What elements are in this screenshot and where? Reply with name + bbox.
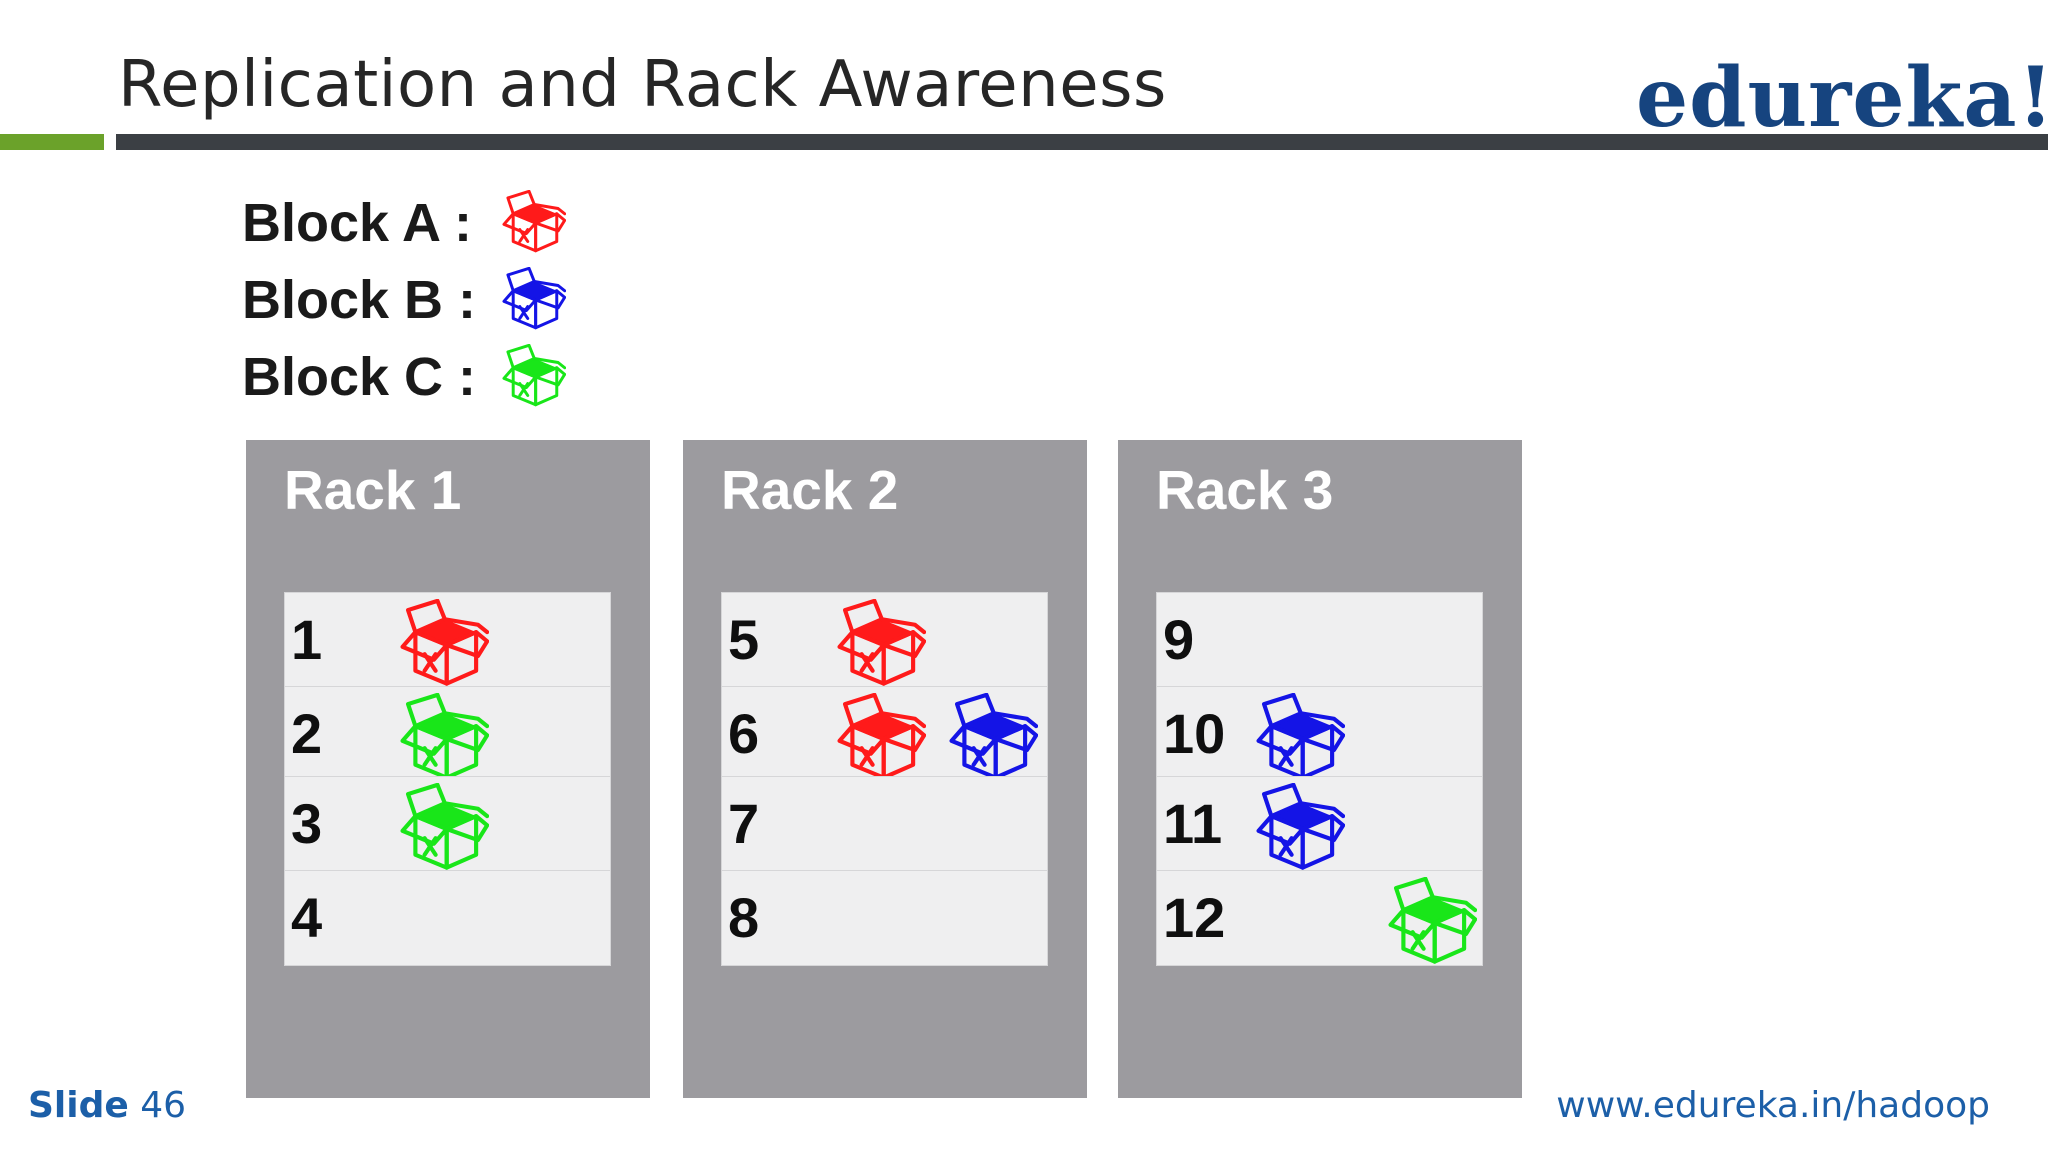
block-a-box-icon [502,189,566,252]
block-c-box-icon [1388,877,1477,964]
datanode-2: 2 [284,686,611,782]
footer-url: www.edureka.in/hadoop [1556,1085,1990,1126]
slide-title: Replication and Rack Awareness [118,48,1167,122]
datanode-9: 9 [1156,592,1483,688]
rack-3: Rack 3 9 10 11 12 [1118,440,1522,1098]
rack-2: Rack 2 5 6 7 8 [683,440,1087,1098]
datanode-1: 1 [284,592,611,688]
rack-1: Rack 1 1 2 3 4 [246,440,650,1098]
block-c-box-icon [502,343,566,406]
datanode-number: 6 [728,702,760,765]
legend-label: Block C : [242,346,477,407]
block-legend: Block A : Block B : Block C : [242,184,566,415]
slide-number: Slide 46 [28,1085,186,1126]
datanode-number: 4 [291,886,323,949]
datanode-12: 12 [1156,870,1483,966]
datanode-number: 12 [1163,886,1226,949]
block-b-box-icon [1256,783,1345,870]
datanode-10: 10 [1156,686,1483,782]
rack-title: Rack 1 [284,459,462,521]
block-a-box-icon [837,693,926,780]
block-a-box-icon [400,599,489,686]
datanode-number: 5 [728,608,760,671]
datanode-5: 5 [721,592,1048,688]
datanode-11: 11 [1156,776,1483,872]
legend-item-block-b: Block B : [242,261,566,338]
legend-label: Block A : [242,192,473,253]
datanode-number: 9 [1163,608,1195,671]
block-c-box-icon [400,693,489,780]
rack-title: Rack 2 [721,459,899,521]
legend-label: Block B : [242,269,477,330]
edureka-logo: edureka! [1636,50,2048,146]
block-b-box-icon [1256,693,1345,780]
datanode-number: 10 [1163,702,1226,765]
datanode-3: 3 [284,776,611,872]
datanode-number: 7 [728,792,760,855]
block-b-box-icon [502,266,566,329]
datanode-6: 6 [721,686,1048,782]
accent-bar-green [0,134,104,150]
datanode-number: 11 [1163,792,1223,855]
rack-title: Rack 3 [1156,459,1334,521]
title-divider-bar [116,134,2048,150]
legend-item-block-a: Block A : [242,184,566,261]
datanode-7: 7 [721,776,1048,872]
datanode-number: 3 [291,792,323,855]
datanode-number: 1 [291,608,323,671]
datanode-number: 8 [728,886,760,949]
block-a-box-icon [837,599,926,686]
block-b-box-icon [949,693,1038,780]
block-c-box-icon [400,783,489,870]
datanode-number: 2 [291,702,323,765]
slide-label: Slide [28,1085,129,1126]
datanode-8: 8 [721,870,1048,966]
slide-number-value: 46 [140,1085,187,1126]
legend-item-block-c: Block C : [242,338,566,415]
datanode-4: 4 [284,870,611,966]
